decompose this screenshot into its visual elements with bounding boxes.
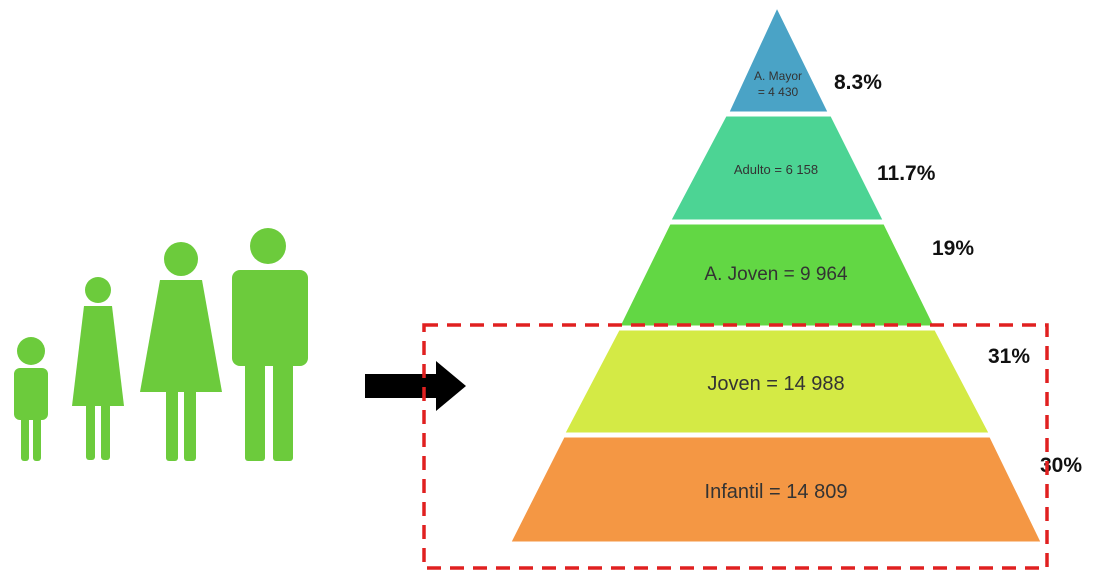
family-of-four-icon (14, 228, 308, 461)
pyramid-tier-infantil (510, 436, 1042, 543)
percent-label-infantil: 30% (1040, 454, 1082, 477)
woman-icon (140, 242, 222, 461)
pyramid: A. Mayor = 4 430 Adulto = 6 158 A. Joven… (510, 6, 1042, 543)
pyramid-tier-adulto (670, 115, 884, 221)
tier-label-infantil: Infantil = 14 809 (705, 481, 848, 503)
tier-label-joven: Joven = 14 988 (707, 373, 844, 395)
tier-label-adulto-mayor-line1: A. Mayor (754, 69, 802, 83)
right-arrow-icon (365, 361, 466, 411)
percent-label-adulto: 11.7% (877, 162, 936, 185)
percent-label-adulto-joven: 19% (932, 237, 974, 260)
pyramid-tier-adulto-mayor (728, 6, 829, 113)
highlight-box (422, 323, 1049, 570)
percent-label-adulto-mayor: 8.3% (834, 71, 882, 94)
percent-labels: 8.3% 11.7% 19% 31% 30% (834, 71, 1082, 477)
man-icon (232, 228, 308, 461)
pyramid-tier-joven (564, 329, 990, 434)
tier-label-adulto: Adulto = 6 158 (734, 162, 818, 177)
tier-label-adulto-joven: A. Joven = 9 964 (704, 264, 848, 285)
percent-label-joven: 31% (988, 345, 1030, 368)
tier-label-adulto-mayor-line2: = 4 430 (758, 85, 799, 99)
girl-icon (72, 277, 124, 460)
small-child-icon (14, 337, 48, 461)
